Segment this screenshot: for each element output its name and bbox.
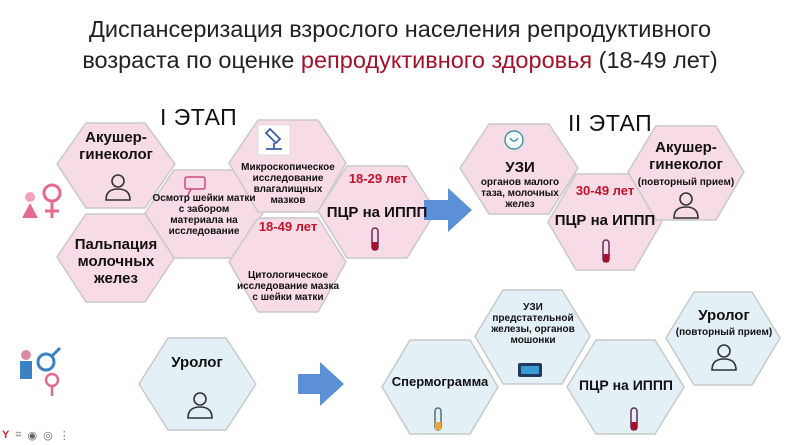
female-symbol-icon	[22, 183, 62, 218]
pcr-label: ПЦР на ИППП	[326, 203, 428, 221]
camera-icon[interactable]: ◎	[43, 429, 53, 442]
stage-1-label: I ЭТАП	[160, 104, 238, 130]
title-prefix: возраста по оценке	[82, 47, 301, 73]
page-title: Диспансеризация взрослого населения репр…	[0, 14, 800, 76]
test-tube-icon	[434, 407, 442, 431]
cytology-age-badge: 18-49 лет	[258, 218, 318, 234]
pcr2-age-badge: 30-49 лет	[575, 182, 635, 198]
pcr-male-label: ПЦР на ИППП	[579, 376, 673, 393]
microscope-icon	[257, 124, 291, 156]
urologist-repeat-note: (повторный прием)	[675, 326, 773, 338]
urologist-repeat-label: Уролог	[698, 306, 750, 324]
screenshot-icon[interactable]: ⌗	[15, 428, 22, 441]
hex-uzi-male	[474, 289, 591, 385]
hex-spermogram	[381, 339, 499, 435]
title-line-1: Диспансеризация взрослого населения репр…	[88, 16, 712, 42]
obgyn-repeat-label: Акушер-гинеколог	[649, 139, 723, 173]
speculum-icon	[184, 176, 206, 198]
hex-cytology	[228, 217, 347, 313]
title-accent: репродуктивного здоровья	[300, 47, 593, 73]
spermogram-label: Спермограмма	[391, 373, 489, 389]
stage-2-label: II ЭТАП	[568, 110, 653, 136]
hex-pcr	[317, 165, 437, 259]
male-symbol-icon	[20, 346, 62, 396]
uzi-male-desc: УЗИ предстательной железы, органов мошон…	[491, 302, 575, 346]
obgyn-repeat-note: (повторный прием)	[637, 176, 735, 188]
ultrasound-icon	[504, 130, 524, 150]
right-arrow-icon	[298, 362, 344, 406]
cervix-exam-label: Осмотр шейки матки с забором материала н…	[152, 193, 256, 237]
hex-obgyn-repeat	[627, 125, 745, 221]
hex-urologist	[138, 337, 257, 431]
microscopy-label: Микроскопическое исследование влагалищны…	[241, 162, 335, 206]
pcr2-label: ПЦР на ИППП	[554, 211, 656, 229]
pcr-age-badge: 18-29 лет	[348, 170, 408, 186]
hex-uzi	[459, 123, 579, 215]
test-tube-icon	[602, 239, 610, 263]
right-arrow-icon	[424, 188, 472, 232]
palpation-label: Пальпация молочных желез	[74, 235, 158, 287]
urologist-label: Уролог	[171, 353, 223, 371]
hex-urologist-repeat	[665, 291, 781, 386]
title-line-2: возраста по оценке репродуктивного здоро…	[0, 45, 800, 76]
ultrasound-icon	[518, 363, 542, 377]
cytology-label: Цитологическое исследование мазка с шейк…	[236, 269, 340, 303]
uzi-desc: органов малого таза, молочных желез	[480, 176, 560, 210]
eye-icon[interactable]: ◉	[27, 429, 38, 442]
overlay-toolbar: Y ⌗ ◉ ◎ ⋮	[2, 426, 120, 444]
browser-logo-icon[interactable]: Y	[2, 429, 10, 441]
test-tube-icon	[371, 227, 379, 251]
more-icon[interactable]: ⋮	[58, 429, 70, 442]
obgyn-label: Акушер-гинеколог	[79, 129, 153, 163]
title-suffix: (18-49 лет)	[592, 47, 718, 73]
hex-pcr-male	[566, 339, 685, 435]
test-tube-icon	[630, 407, 638, 431]
hex-obgyn	[56, 122, 176, 209]
uzi-title: УЗИ	[505, 158, 535, 176]
